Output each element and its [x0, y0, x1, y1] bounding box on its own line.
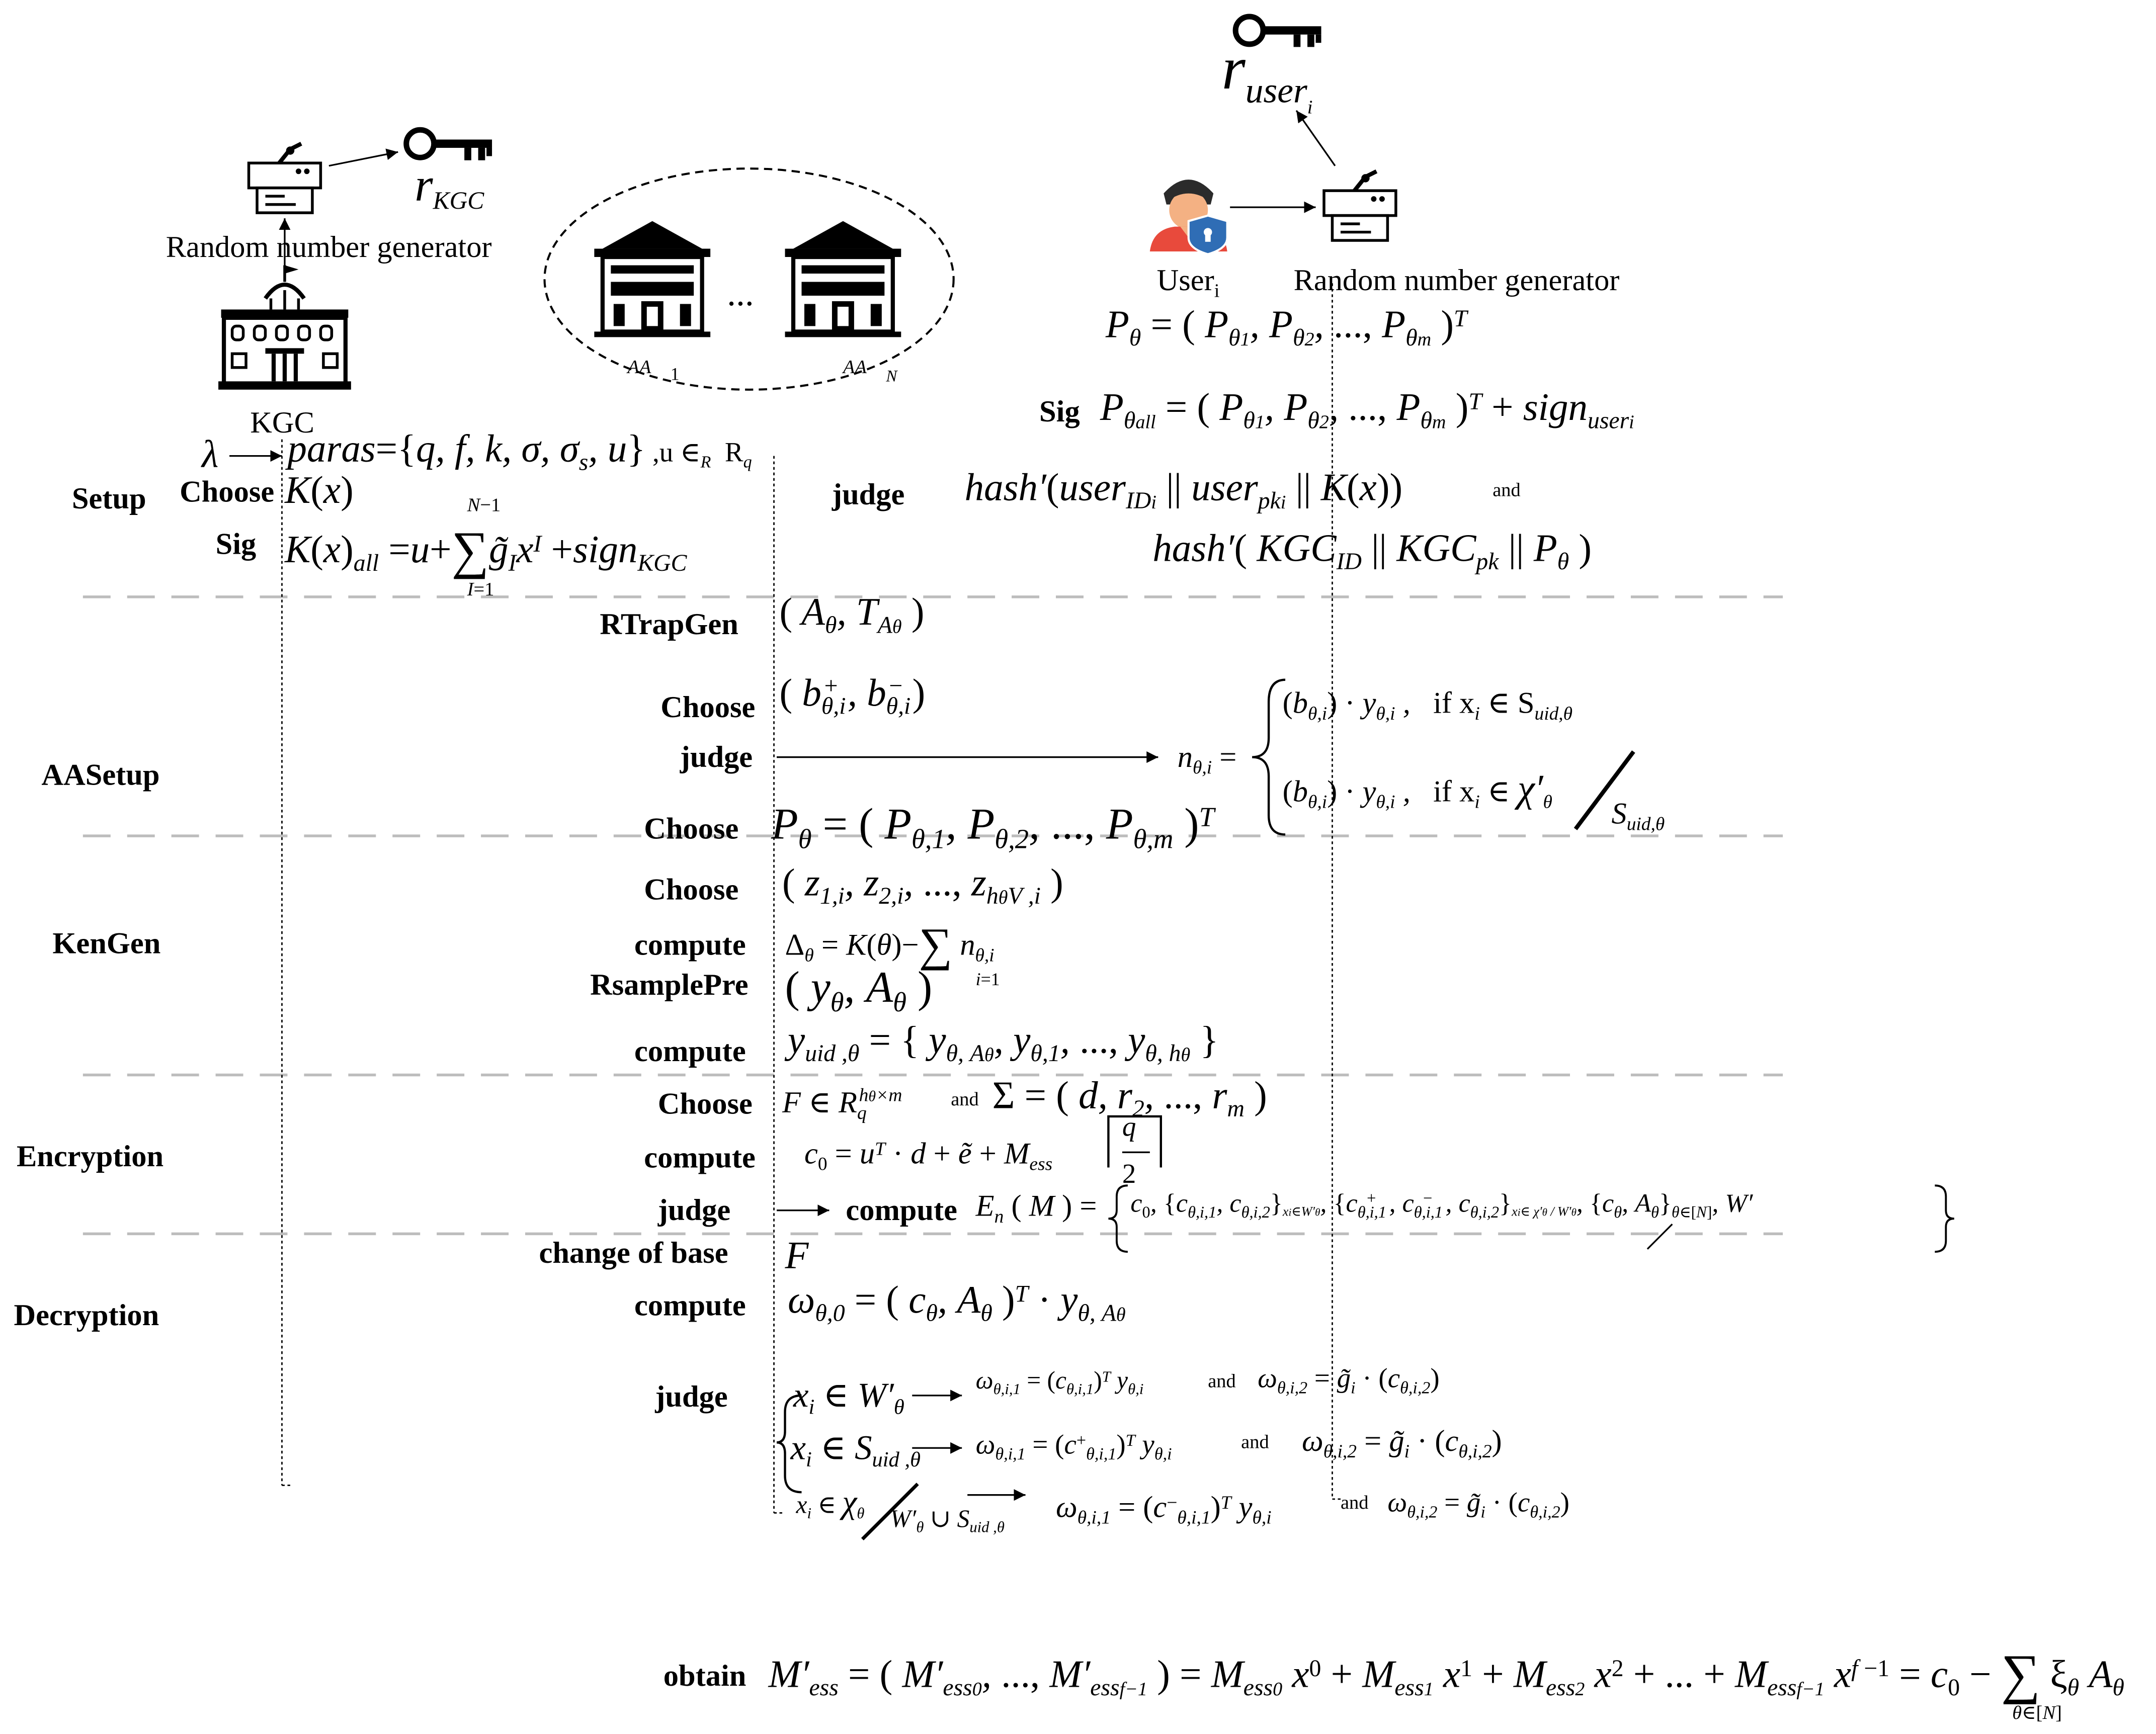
user-p-theta-equation: Pθ = ( Pθ1, Pθ2, ..., Pθm )T	[1105, 304, 1467, 352]
phase-kengen: KenGen	[52, 925, 161, 961]
random-generator-right-caption: Random number generator	[1293, 263, 1620, 297]
decryption-f: F	[785, 1235, 809, 1278]
phase-decryption: Decryption	[14, 1297, 159, 1332]
printer-icon-right	[1322, 169, 1397, 242]
decryption-omega-0-equation: ωθ,0 = ( cθ, Aθ )T · yθ, Aθ	[788, 1279, 1126, 1327]
key-icon-kgc	[403, 127, 492, 160]
user-hash-2-equation: hash′( KGCID || KGCpk || Pθ )	[1152, 528, 1592, 575]
decryption-case-2-omega-1: ωθ,i,1 = (c+θ,i,1)T yθ,i	[975, 1430, 1172, 1464]
decryption-case-1-condition: xi ∈ W′θ	[793, 1377, 904, 1420]
aasetup-p-theta-vector: Pθ = ( Pθ,1, Pθ,2, ..., Pθ,m )T	[771, 798, 1214, 855]
setup-choose-label: Choose	[180, 474, 275, 509]
user-caption: Useri	[1156, 263, 1220, 303]
encryption-c0-equation: c0 = uT · d + ẽ + Mess	[804, 1136, 1053, 1174]
aasetup-choose-label-2: Choose	[644, 811, 739, 846]
aasetup-b-pair: ( bθ,i+ , bθ,i− )	[779, 672, 926, 720]
obtain-label: obtain	[663, 1658, 747, 1693]
kgc-building-icon	[218, 265, 351, 390]
setup-sum-upper: N−1	[467, 496, 501, 517]
encryption-ciphertext-set: c0, {cθ,i,1, cθ,i,2}xi∈W′θ, {cθ,i,1+ , c…	[1130, 1189, 1753, 1222]
kengen-y-uid-equation: yuid ,θ = { yθ, Aθ, yθ,1, ..., yθ, hθ }	[788, 1019, 1219, 1067]
setup-paras-equation: paras={q, f, k, σ, σs, u} ,u ∈R Rq	[287, 428, 752, 476]
obtain-sum-lower: θ∈[N]	[2012, 1703, 2062, 1724]
decryption-and-3: and	[1340, 1493, 1369, 1515]
kengen-choose-label: Choose	[644, 872, 739, 907]
random-generator-left-caption: Random number generator	[165, 229, 492, 264]
encryption-compute-label: compute	[644, 1140, 756, 1175]
kengen-compute-label-1: compute	[634, 927, 746, 962]
r-user-label: ruseri	[1221, 34, 1313, 119]
encryption-judge-label: judge	[657, 1192, 731, 1227]
aasetup-judge-label: judge	[680, 739, 753, 774]
encryption-q-over: q	[1122, 1112, 1136, 1143]
aasetup-rtrapgen-label: RTrapGen	[600, 606, 738, 641]
printer-icon-left	[247, 142, 322, 214]
kengen-z-vector: ( z1,i, z2,i, ..., zhθV ,i )	[782, 862, 1063, 909]
aa-ellipsis: ...	[727, 273, 754, 314]
decryption-case-3-set: W′θ ∪ Suid ,θ	[890, 1504, 1005, 1536]
aasetup-choose-label-1: Choose	[660, 689, 756, 724]
aasetup-s-uid-theta: Suid,θ	[1611, 796, 1665, 834]
phase-setup: Setup	[71, 481, 146, 515]
encryption-choose-label: Choose	[657, 1086, 753, 1121]
aasetup-trapdoor-pair: ( Aθ, TAθ )	[779, 591, 925, 639]
kengen-delta-equation: Δθ = K(θ)−∑ nθ,i	[785, 920, 994, 972]
encryption-f-set: F ∈ Rqhθ×m	[782, 1084, 902, 1123]
lambda-symbol: λ	[202, 434, 219, 477]
encryption-en-equation: En ( M ) =	[975, 1188, 1097, 1227]
decryption-case-2-omega-2: ωθ,i,2 = g̃i · (cθ,i,2)	[1302, 1423, 1502, 1462]
aa-building-icon-n	[785, 221, 901, 337]
aa-building-icon-1	[594, 221, 711, 337]
decryption-judge-label: judge	[655, 1378, 728, 1414]
kengen-y-a-pair: ( yθ, Aθ )	[785, 962, 933, 1018]
setup-kx-all-equation: K(x)all =u+∑g̃IxI +signKGC	[284, 522, 687, 580]
user-avatar-icon	[1149, 180, 1228, 255]
user-hash-and: and	[1492, 481, 1521, 502]
decryption-and-2: and	[1241, 1433, 1269, 1454]
encryption-two-under: 2	[1122, 1159, 1136, 1190]
aa-group-ellipse	[543, 167, 955, 391]
r-kgc-label: rKGC	[414, 160, 484, 214]
key-icon-user	[1232, 14, 1321, 47]
encryption-sigma-vector: Σ = ( d, r2, ..., rm )	[992, 1075, 1267, 1122]
setup-kx: K(x)	[284, 470, 354, 513]
setup-sig-label: Sig	[215, 526, 257, 561]
aasetup-n-theta-case-1: (bθ,i) · yθ,i , if xi ∈ Suid,θ	[1282, 685, 1573, 724]
phase-aasetup: AASetup	[41, 757, 160, 792]
setup-sum-lower: I=1	[467, 580, 494, 601]
phase-encryption: Encryption	[16, 1138, 164, 1173]
decryption-case-2-condition: xi ∈ Suid ,θ	[790, 1430, 921, 1472]
decryption-case-3-omega-1: ωθ,i,1 = (c−θ,i,1)T yθ,i	[1056, 1489, 1272, 1528]
encryption-and-1: and	[951, 1090, 979, 1111]
decryption-and-1: and	[1208, 1372, 1236, 1393]
kengen-sum-lower: i=1	[975, 968, 1000, 990]
user-hash-1-equation: hash′(userIDi || userpki || K(x))	[964, 467, 1403, 514]
decryption-case-1-omega-1: ωθ,i,1 = (cθ,i,1)T yθ,i	[975, 1366, 1144, 1399]
decryption-case-3-omega-2: ωθ,i,2 = g̃i · (cθ,i,2)	[1387, 1488, 1569, 1522]
kengen-compute-label-2: compute	[634, 1033, 746, 1068]
user-p-theta-all-equation: Pθall = ( Pθ1, Pθ2, ..., Pθm )T + signus…	[1100, 387, 1634, 434]
user-sig-label: Sig	[1039, 394, 1080, 428]
decryption-change-of-base-label: change of base	[539, 1235, 728, 1270]
obtain-message-equation: M′ess = ( M′ess0, ..., M′essf−1 ) = Mess…	[768, 1642, 2124, 1705]
phase-separators	[82, 595, 1783, 1236]
aasetup-n-theta-case-2: (bθ,i) · yθ,i , if xi ∈ χ′θ	[1282, 768, 1552, 812]
setup-judge-label: judge	[832, 476, 905, 511]
decryption-case-3-condition: xi ∈ χθ	[796, 1485, 865, 1523]
decryption-case-1-omega-2: ωθ,i,2 = g̃i · (cθ,i,2)	[1258, 1363, 1440, 1398]
encryption-compute-label-2: compute	[846, 1192, 958, 1227]
kgc-caption: KGC	[250, 404, 314, 440]
aasetup-n-theta-lhs: nθ,i =	[1177, 739, 1237, 778]
decryption-compute-label: compute	[634, 1287, 746, 1323]
kengen-rsamplepre-label: RsamplePre	[590, 967, 749, 1002]
